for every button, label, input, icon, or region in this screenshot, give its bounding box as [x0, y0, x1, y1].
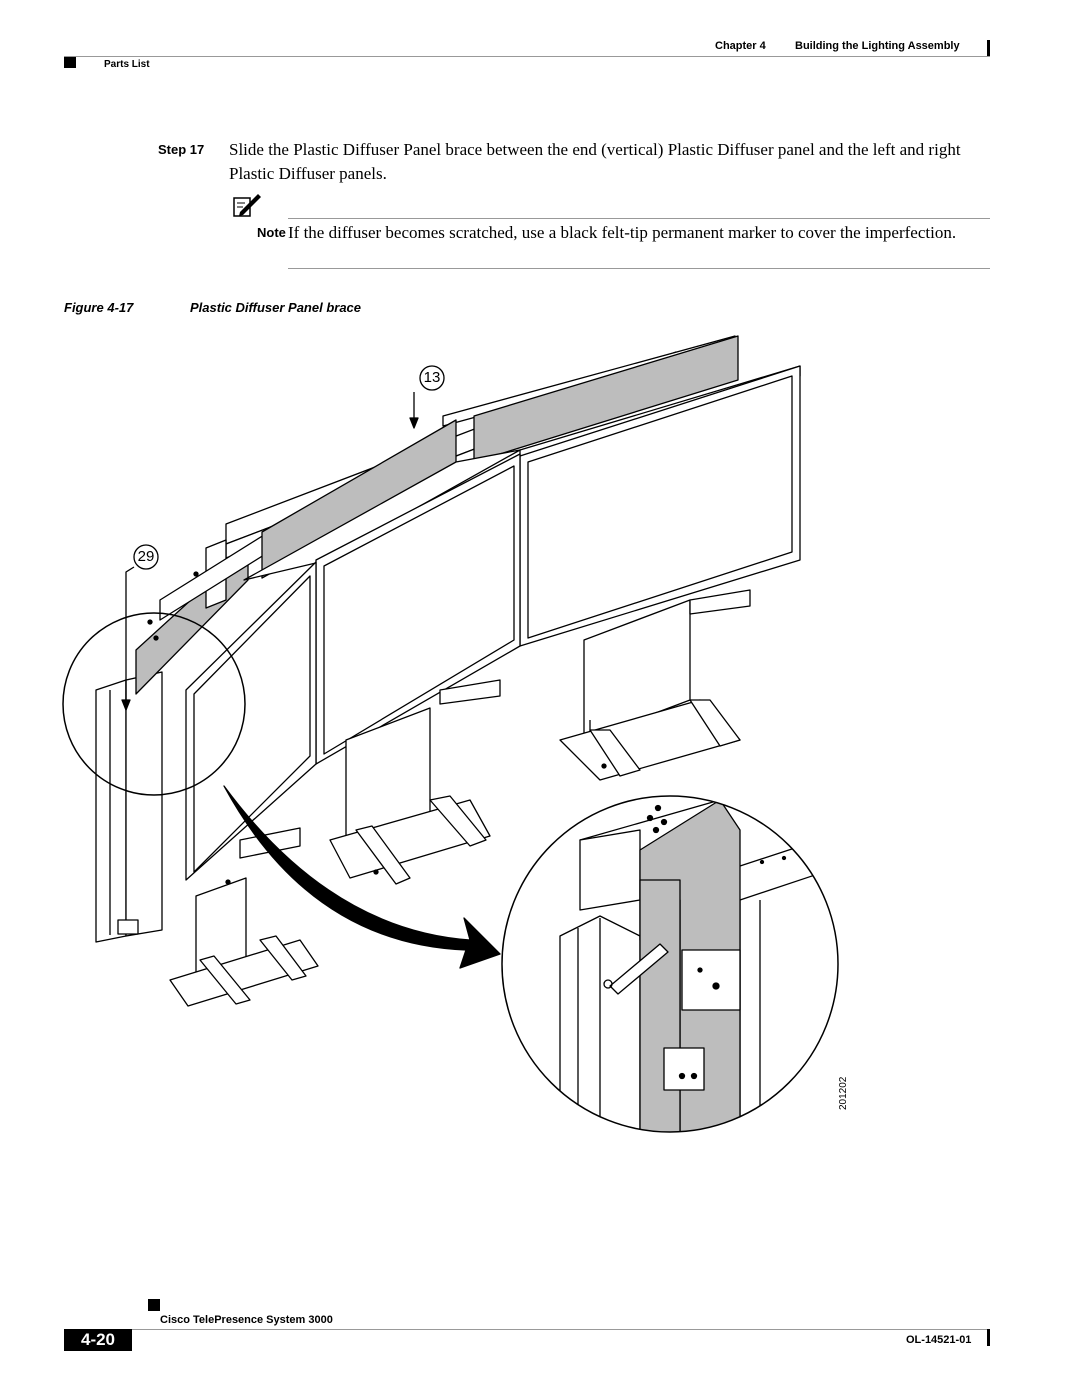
- detail-view: [501, 795, 839, 1133]
- chapter-label: Chapter 4: [715, 40, 766, 52]
- right-diffuser-panel: [473, 335, 739, 463]
- header-rule: [64, 56, 990, 57]
- note-text: If the diffuser becomes scratched, use a…: [288, 223, 957, 242]
- step-text: Slide the Plastic Diffuser Panel brace b…: [229, 140, 961, 183]
- left-column: [95, 671, 163, 943]
- pencil-icon: [233, 194, 261, 217]
- footer-tick-right: [987, 1329, 990, 1346]
- step-label: Step 17: [158, 142, 205, 157]
- right-stand: [559, 589, 751, 781]
- footer-doc-number: OL-14521-01: [906, 1334, 972, 1346]
- header-tick-right: [987, 40, 990, 57]
- callout-13: 13: [423, 369, 441, 386]
- chapter-title: Building the Lighting Assembly: [795, 40, 960, 52]
- left-stand: [169, 827, 319, 1007]
- header-square-marker: [64, 56, 76, 68]
- art-id: 201202: [838, 1076, 849, 1110]
- note-label: Note: [257, 225, 286, 240]
- right-display: [519, 365, 801, 647]
- note-rule-bottom: [288, 268, 990, 269]
- center-display: [315, 453, 521, 765]
- page-number: 4-20: [64, 1329, 132, 1351]
- section-label: Parts List: [104, 59, 150, 70]
- callout-29: 29: [137, 548, 155, 565]
- footer-square-marker: [148, 1299, 160, 1311]
- footer-doc-title: Cisco TelePresence System 3000: [160, 1314, 333, 1326]
- left-display: [185, 561, 317, 881]
- center-stand: [329, 679, 501, 885]
- figure-number: Figure 4-17: [64, 300, 134, 315]
- note-rule-top: [288, 218, 990, 219]
- figure-title: Plastic Diffuser Panel brace: [190, 300, 362, 315]
- footer-rule: [64, 1329, 990, 1330]
